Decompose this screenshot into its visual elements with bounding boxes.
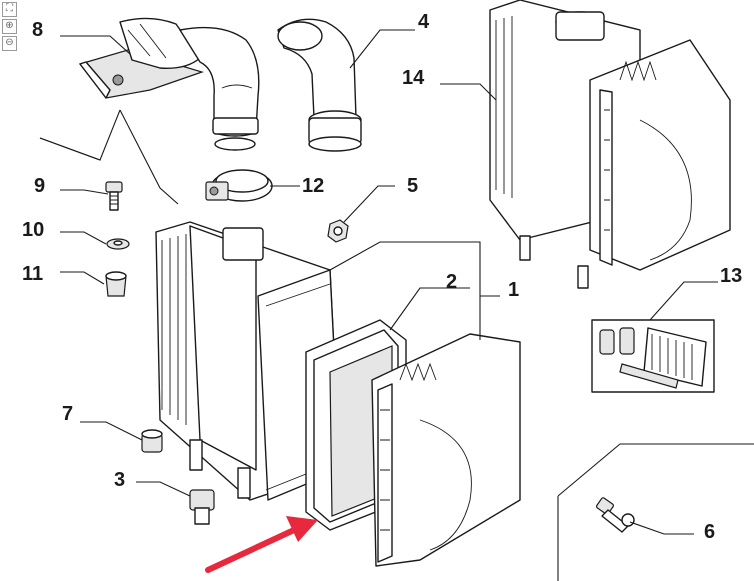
part-5-nut: [327, 219, 349, 243]
part-10-washer: [106, 238, 130, 250]
callout-5: 5: [407, 175, 418, 197]
callout-4: 4: [418, 11, 430, 33]
filter-cover: [371, 333, 521, 567]
zoom-out-icon[interactable]: ⊖: [2, 36, 17, 51]
callout-11: 11: [22, 263, 43, 285]
part-11-spacer: [105, 271, 127, 297]
callout-2: 2: [446, 271, 457, 293]
part-7-grommet: [141, 429, 163, 453]
part-14-air-filter-assembly: [489, 0, 731, 289]
part-6-bolt: [596, 497, 635, 533]
fit-to-window-icon[interactable]: ⛶: [2, 2, 17, 17]
callout-13: 13: [720, 265, 742, 287]
part-13-kit: [591, 319, 715, 393]
callout-10: 10: [22, 219, 44, 241]
air-filter-housing: [155, 221, 341, 501]
callout-9: 9: [34, 175, 45, 197]
leader-lines: [39, 29, 754, 581]
callout-3: 3: [114, 469, 125, 491]
callout-1: 1: [508, 279, 519, 301]
part-9-screw: [105, 181, 123, 211]
part-3-connector: [189, 489, 215, 525]
part-4-hose: [277, 18, 362, 152]
callout-12: 12: [302, 175, 324, 197]
callout-6: 6: [704, 521, 715, 543]
callout-14: 14: [402, 67, 425, 89]
highlight-arrow: [205, 516, 318, 573]
zoom-in-icon[interactable]: ⊕: [2, 19, 17, 34]
part-8-intake-duct: [179, 26, 260, 151]
part-8-bracket: [78, 17, 204, 99]
part-12-hose-clamp: [205, 169, 273, 202]
callout-8: 8: [32, 19, 43, 41]
zoom-toolbar: ⛶ ⊕ ⊖: [2, 2, 18, 53]
callout-labels: 8 4 14 9 12 5 10 11 2 1 13 7 3 6: [22, 11, 742, 543]
callout-7: 7: [62, 403, 73, 425]
